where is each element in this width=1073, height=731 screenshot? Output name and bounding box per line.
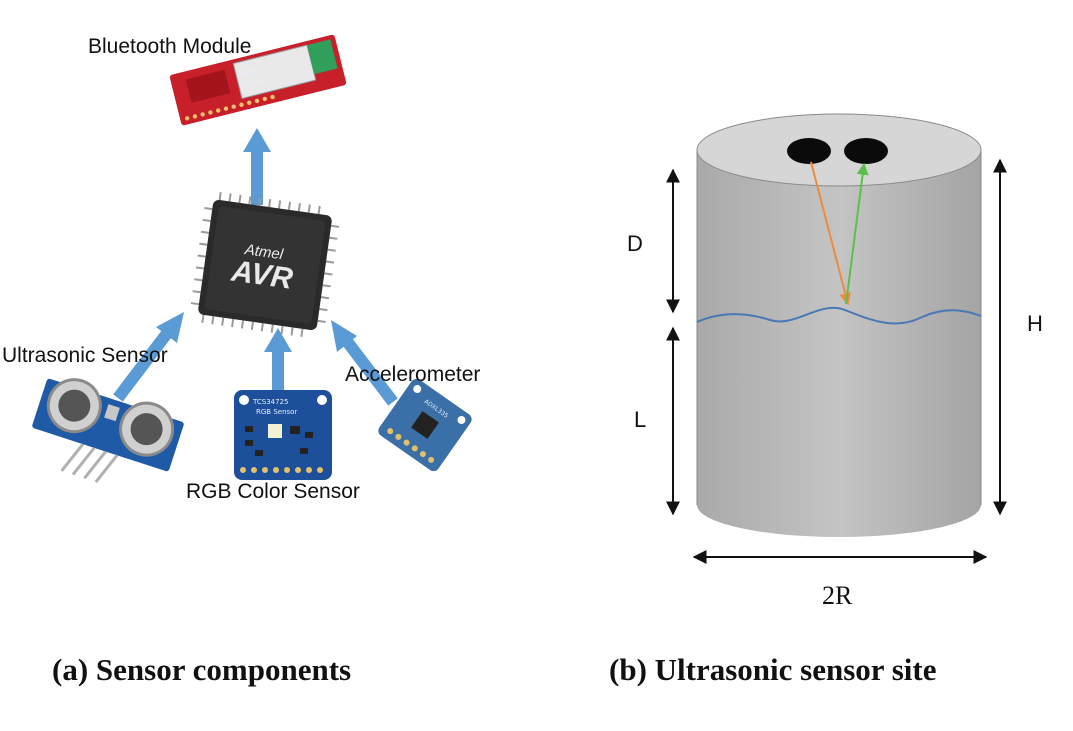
bluetooth-module: RN-42 FCC ID [169, 34, 347, 126]
distance-label: D [627, 231, 643, 256]
diameter-label: 2R [822, 581, 853, 610]
bluetooth-label: Bluetooth Module [88, 35, 251, 58]
rgb-board-sub: RGB Sensor [256, 408, 297, 416]
tank-cylinder [697, 150, 981, 537]
tank-top [696, 113, 982, 187]
emitter-hole [787, 138, 831, 164]
chip-brand: Atmel [243, 241, 285, 263]
emit-beam [810, 161, 852, 306]
accelerometer-board: ADXL335 [378, 378, 472, 472]
ultrasonic-sensor [32, 378, 184, 483]
rgb-color-sensor: TCS34725 RGB Sensor [234, 390, 332, 480]
receiver-hole [844, 138, 888, 164]
caption-b: (b) Ultrasonic sensor site [609, 652, 936, 687]
svg-text:RN-42: RN-42 [239, 67, 259, 78]
arrow-from-rgb [264, 328, 292, 390]
caption-a: (a) Sensor components [52, 652, 351, 687]
rgb-label: RGB Color Sensor [186, 480, 360, 503]
atmel-avr-chip: Atmel AVR [190, 191, 340, 337]
panel-b: D L H 2R (b) Ultrasonic sensor site [609, 113, 1043, 687]
ultrasonic-label: Ultrasonic Sensor [2, 344, 168, 367]
panel-a: RN-42 FCC ID Bluetooth Module [2, 34, 480, 687]
arrow-to-bluetooth [243, 128, 271, 205]
water-surface [696, 306, 982, 325]
arrow-from-accelerometer [331, 320, 398, 406]
rgb-board-mark: TCS34725 [252, 398, 288, 406]
height-label: H [1027, 311, 1043, 336]
echo-beam [845, 162, 869, 305]
level-label: L [634, 407, 646, 432]
accelerometer-label: Accelerometer [345, 363, 480, 386]
svg-text:FCC ID: FCC ID [242, 78, 264, 90]
arrow-from-ultrasonic [113, 312, 184, 402]
